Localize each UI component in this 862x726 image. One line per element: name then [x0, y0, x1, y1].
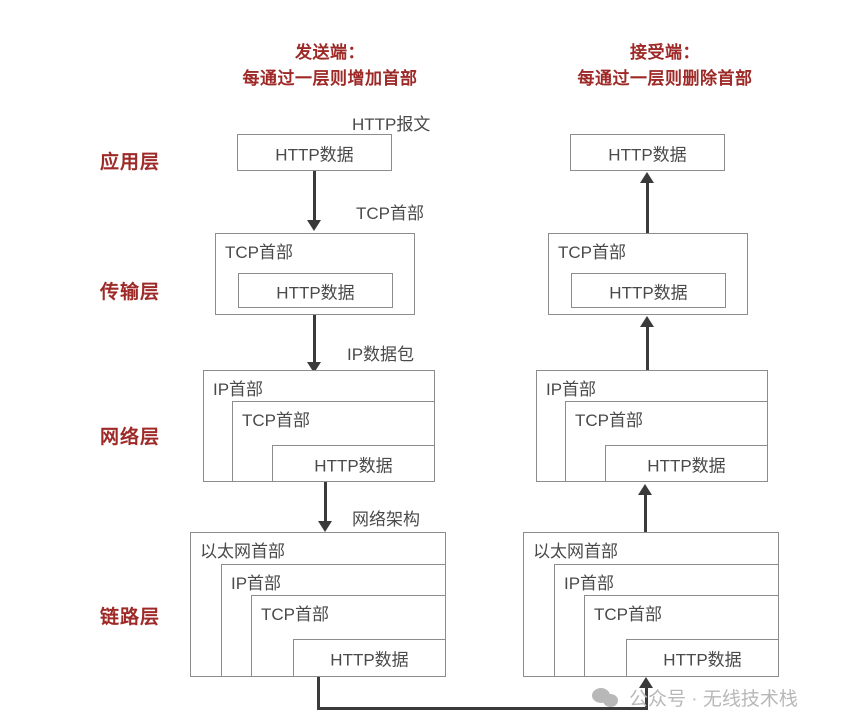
sender-network-ip-header-label: IP首部 — [213, 380, 264, 399]
receiver-column-title: 接受端： 每通过一层则删除首部 — [515, 40, 815, 92]
sender-column-title: 发送端： 每通过一层则增加首部 — [180, 40, 480, 92]
receiver-network-http-data-box: HTTP数据 — [605, 445, 768, 482]
receiver-link-ip-header-label: IP首部 — [564, 574, 615, 593]
annotation-ip-packet: IP数据包 — [347, 345, 415, 364]
layer-label-link: 链路层 — [100, 607, 161, 628]
annotation-http-message: HTTP报文 — [352, 115, 431, 134]
sender-app-http-data-label: HTTP数据 — [275, 145, 354, 164]
bottom-connector-left-segment — [317, 677, 320, 710]
sender-connector-transport-to-network — [313, 315, 316, 365]
receiver-link-tcp-header-label: TCP首部 — [594, 605, 662, 624]
receiver-connector-network-to-transport — [646, 326, 649, 370]
receiver-arrow-transport-to-app — [640, 172, 654, 183]
layer-label-network: 网络层 — [100, 427, 161, 448]
sender-title-line1: 发送端： — [295, 43, 365, 62]
bottom-connector-arrow-into-receiver — [639, 677, 653, 688]
receiver-application-http-data-box: HTTP数据 — [570, 134, 725, 171]
receiver-title-line1: 接受端： — [630, 43, 700, 62]
layer-label-transport: 传输层 — [100, 282, 161, 303]
annotation-tcp-header: TCP首部 — [356, 204, 424, 223]
receiver-network-http-data-label: HTTP数据 — [647, 456, 726, 475]
receiver-arrow-link-to-network — [638, 484, 652, 495]
sender-link-http-data-box: HTTP数据 — [293, 639, 446, 677]
sender-connector-network-to-link — [324, 482, 327, 524]
watermark: 公众号 · 无线技术栈 — [592, 684, 798, 711]
sender-connector-app-to-transport — [313, 171, 316, 222]
sender-link-ethernet-header-label: 以太网首部 — [200, 542, 285, 561]
bottom-connector-horizontal-segment — [317, 707, 648, 710]
sender-network-tcp-header-label: TCP首部 — [242, 411, 310, 430]
annotation-network-frame: 网络架构 — [352, 510, 420, 529]
sender-network-http-data-box: HTTP数据 — [272, 445, 435, 482]
sender-link-http-data-label: HTTP数据 — [330, 650, 409, 670]
sender-transport-tcp-header-label: TCP首部 — [225, 243, 293, 262]
sender-arrow-app-to-transport — [307, 220, 321, 231]
receiver-transport-tcp-header-label: TCP首部 — [558, 243, 626, 262]
wechat-icon — [592, 687, 620, 709]
receiver-network-ip-header-label: IP首部 — [546, 380, 597, 399]
receiver-transport-http-data-label: HTTP数据 — [609, 283, 688, 302]
receiver-app-http-data-label: HTTP数据 — [608, 145, 687, 164]
sender-transport-http-data-box: HTTP数据 — [238, 273, 393, 308]
sender-arrow-transport-to-network — [307, 362, 321, 373]
sender-transport-http-data-label: HTTP数据 — [276, 283, 355, 302]
watermark-text: 公众号 · 无线技术栈 — [629, 689, 798, 710]
receiver-connector-transport-to-app — [646, 182, 649, 233]
layer-label-application: 应用层 — [100, 152, 161, 173]
sender-link-tcp-header-label: TCP首部 — [261, 605, 329, 624]
receiver-arrow-network-to-transport — [640, 316, 654, 327]
receiver-transport-http-data-box: HTTP数据 — [571, 273, 726, 308]
sender-network-http-data-label: HTTP数据 — [314, 456, 393, 475]
sender-arrow-network-to-link — [318, 521, 332, 532]
receiver-title-line2: 每通过一层则删除首部 — [577, 69, 753, 88]
sender-title-line2: 每通过一层则增加首部 — [242, 69, 418, 88]
sender-application-http-data-box: HTTP数据 — [237, 134, 392, 171]
bottom-connector-right-segment — [645, 687, 648, 709]
receiver-connector-link-to-network — [644, 494, 647, 532]
sender-link-ip-header-label: IP首部 — [231, 574, 282, 593]
receiver-network-tcp-header-label: TCP首部 — [575, 411, 643, 430]
receiver-link-http-data-label: HTTP数据 — [663, 650, 742, 670]
receiver-link-ethernet-header-label: 以太网首部 — [533, 542, 618, 561]
receiver-link-http-data-box: HTTP数据 — [626, 639, 779, 677]
sender-network-tcp-header-box: TCP首部 — [232, 401, 435, 482]
